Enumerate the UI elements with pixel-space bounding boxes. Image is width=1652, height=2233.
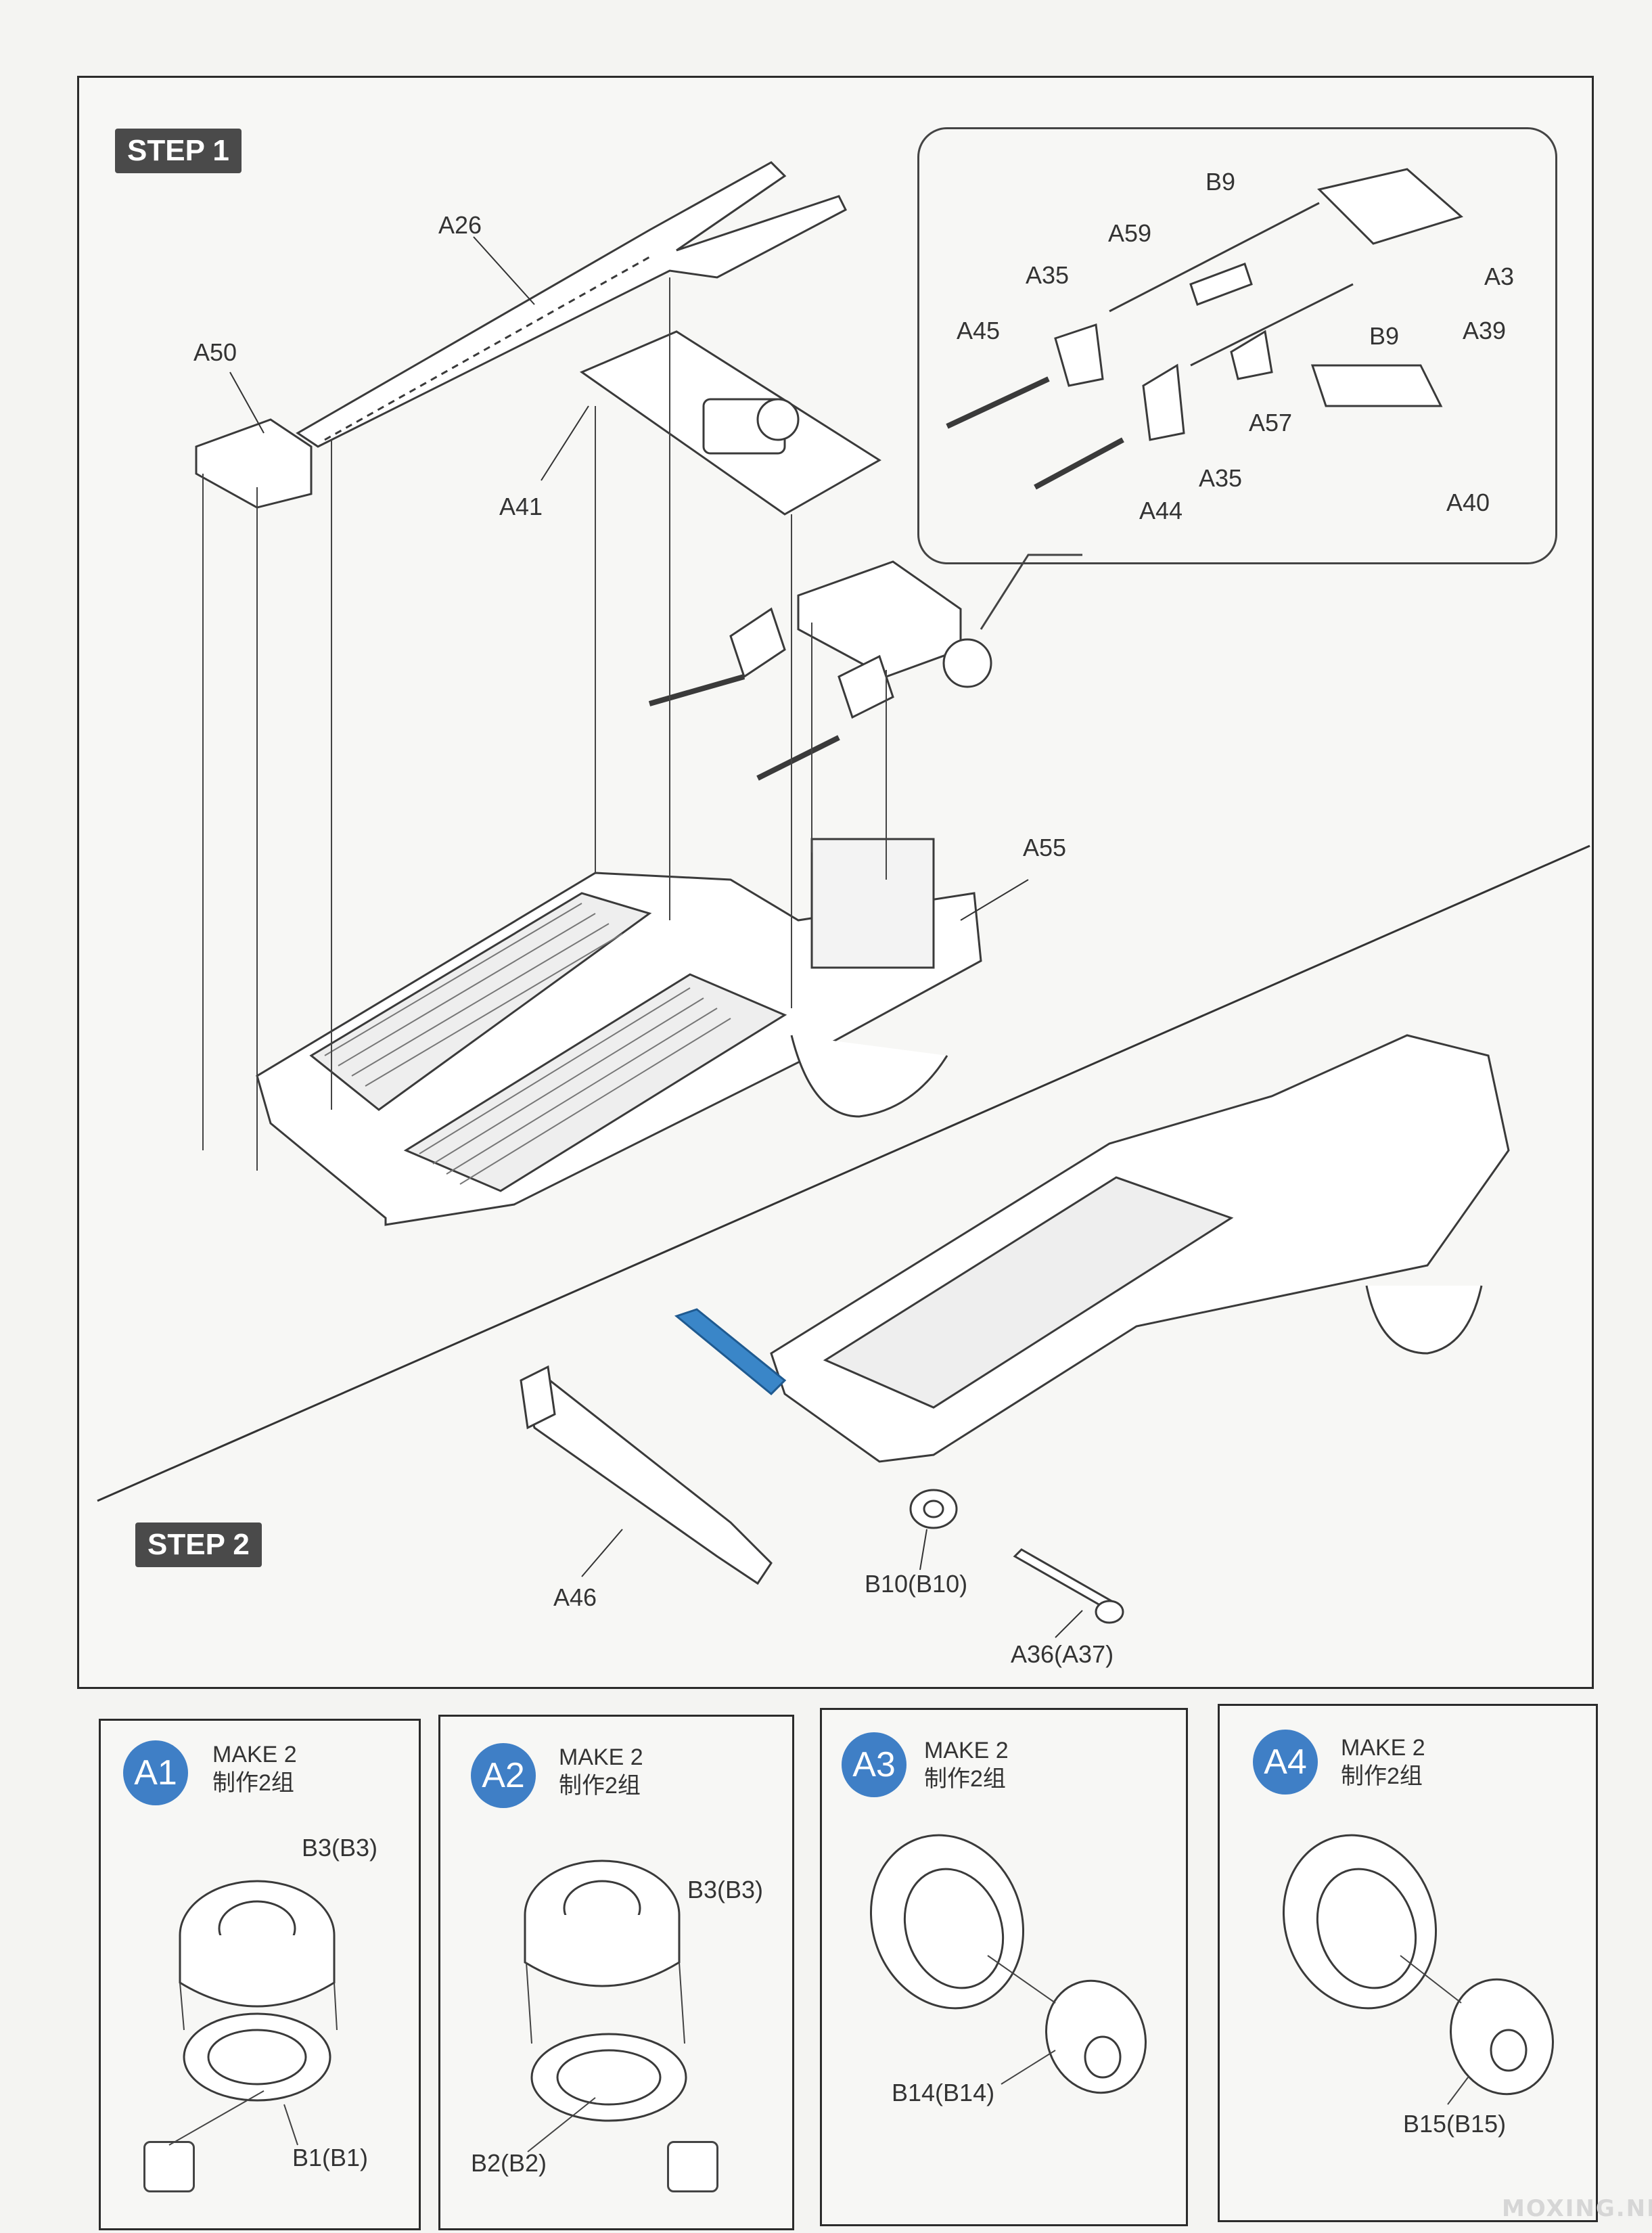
label-a57: A57: [1249, 409, 1293, 436]
label-a46: A46: [553, 1583, 597, 1611]
label-a3: A3: [1484, 263, 1515, 290]
highlight-part-blue: [674, 1308, 787, 1396]
make-count-en: MAKE 2: [1341, 1735, 1425, 1761]
watermark: MOXING.NET: [1502, 2195, 1652, 2222]
tire-a1-side: [179, 1935, 336, 2008]
label-b2-a2: B2(B2): [471, 2149, 547, 2177]
label-b10: B10(B10): [865, 1570, 968, 1598]
label-a26: A26: [438, 211, 482, 239]
label-b3-a2: B3(B3): [687, 1876, 764, 1903]
cement-icon: [667, 2141, 718, 2192]
label-a40: A40: [1446, 489, 1490, 516]
label-a50: A50: [193, 338, 237, 366]
label-b9-top: B9: [1206, 168, 1236, 196]
rim-b2-inner: [556, 2049, 662, 2106]
make-count-cn: 制作2组: [1341, 1763, 1423, 1789]
frame-a26: [296, 161, 847, 448]
label-a55: A55: [1023, 834, 1067, 861]
part-a50: [195, 418, 313, 509]
label-a41: A41: [499, 493, 543, 520]
floor-ribs: [324, 903, 731, 1185]
step-1-badge: STEP 1: [115, 129, 242, 173]
part-a46: [520, 1365, 773, 1585]
subassembly-a2-make: MAKE 2 制作2组: [559, 1743, 643, 1800]
label-a59: A59: [1108, 219, 1152, 247]
make-count-en: MAKE 2: [924, 1738, 1009, 1763]
tire-a4-inner: [1316, 1868, 1417, 1989]
leader-lines-step2: [581, 1529, 1083, 1638]
label-a36: A36(A37): [1011, 1640, 1114, 1668]
chassis-a55: [256, 838, 982, 1226]
label-b3-a1: B3(B3): [302, 1834, 378, 1862]
cement-icon: [143, 2141, 195, 2192]
make-count-cn: 制作2组: [924, 1766, 1006, 1792]
rim-b1-inner: [207, 2029, 307, 2085]
subassembly-a4-make: MAKE 2 制作2组: [1341, 1734, 1425, 1790]
subassembly-a3-make: MAKE 2 制作2组: [924, 1736, 1009, 1793]
chassis-step2: [770, 1034, 1510, 1463]
make-count-cn: 制作2组: [559, 1773, 641, 1799]
part-b10-hub: [909, 1489, 958, 1529]
rim-b14-hub: [1084, 2035, 1122, 2079]
front-suspension-parts: [648, 560, 992, 781]
tire-a3-inner: [903, 1868, 1005, 1989]
label-a35-bottom: A35: [1199, 464, 1243, 492]
tire-a2-side: [524, 1915, 681, 1987]
subassembly-a2-badge: A2: [471, 1743, 536, 1808]
label-a45: A45: [957, 317, 1001, 344]
label-a35-top: A35: [1026, 261, 1070, 289]
label-a44: A44: [1139, 497, 1183, 524]
rim-b15-hub: [1490, 2029, 1528, 2072]
callout-tail: [980, 554, 1082, 630]
make-count-cn: 制作2组: [212, 1770, 294, 1796]
label-b14: B14(B14): [892, 2079, 995, 2106]
label-b15: B15(B15): [1403, 2110, 1507, 2138]
part-a41: [579, 330, 881, 516]
make-count-en: MAKE 2: [559, 1744, 643, 1770]
leader-lines-step1: [229, 236, 1029, 921]
label-b1-a1: B1(B1): [292, 2144, 369, 2171]
label-a39: A39: [1463, 317, 1507, 344]
subassembly-a4-badge: A4: [1253, 1730, 1318, 1795]
assembly-arrows-step1: [202, 277, 887, 1171]
subassembly-a1-badge: A1: [123, 1740, 188, 1805]
detail-callout-box: [917, 127, 1557, 564]
step-2-badge: STEP 2: [135, 1522, 262, 1567]
callout-parts: [946, 168, 1464, 490]
part-a36-shaft: [1013, 1548, 1124, 1624]
subassembly-a3-badge: A3: [842, 1732, 907, 1797]
step-divider: [97, 844, 1590, 1502]
label-b9-mid: B9: [1369, 322, 1400, 350]
make-count-en: MAKE 2: [212, 1742, 297, 1767]
subassembly-a1-make: MAKE 2 制作2组: [212, 1740, 297, 1797]
rim-b14: [1045, 1979, 1147, 2094]
